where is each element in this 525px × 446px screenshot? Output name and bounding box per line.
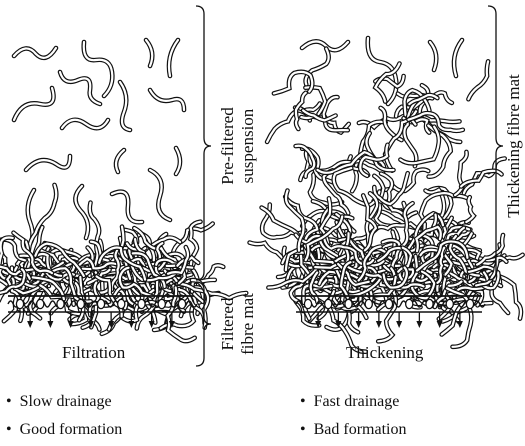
wire-knuckle xyxy=(97,299,104,308)
wire-knuckle xyxy=(426,299,433,308)
wire-knuckle xyxy=(118,299,125,308)
right-wire-screen xyxy=(296,296,485,328)
fibre xyxy=(169,40,178,76)
wire-knuckle xyxy=(304,299,311,308)
wire-knuckle xyxy=(57,299,64,308)
filtration-bullet: Good formation xyxy=(6,416,122,444)
fibre xyxy=(464,159,505,194)
wire-knuckle xyxy=(178,299,185,308)
filtration-caption: Filtration xyxy=(62,343,125,363)
wire-knuckle xyxy=(37,299,44,308)
drainage-arrow xyxy=(376,312,382,328)
filtered-mat-label-line2: fibre mat xyxy=(238,293,257,355)
thickening-caption: Thickening xyxy=(346,343,423,363)
filtration-bullets: Slow drainage Good formation xyxy=(6,388,122,444)
drainage-arrow xyxy=(416,312,422,328)
wire-knuckle xyxy=(138,299,145,308)
wire-knuckle xyxy=(345,299,352,308)
fibre xyxy=(116,150,124,172)
wire-knuckle xyxy=(466,299,473,308)
wire-knuckle xyxy=(158,299,165,308)
fibre xyxy=(146,40,152,66)
thickening-bullets: Fast drainage Bad formation xyxy=(300,388,406,444)
fibre xyxy=(466,197,473,222)
drainage-arrow xyxy=(356,312,362,328)
thickening-bullet: Bad formation xyxy=(300,416,406,444)
fibre xyxy=(26,156,70,170)
left-filtered-mat xyxy=(0,185,246,341)
wire-knuckle xyxy=(406,299,413,308)
thickening-bullet: Fast drainage xyxy=(300,388,406,416)
fibre xyxy=(62,120,108,128)
fibre xyxy=(150,90,184,110)
fibre xyxy=(306,49,329,85)
filtration-bullet: Slow drainage xyxy=(6,388,122,416)
fibre xyxy=(430,42,436,70)
fibre xyxy=(75,186,88,238)
drainage-arrow xyxy=(396,312,402,328)
fibre xyxy=(14,88,54,120)
fibre xyxy=(454,40,462,76)
thickening-mat-label: Thickening fibre mat xyxy=(504,74,523,218)
wire-knuckle xyxy=(77,299,84,308)
left-suspension-fibres xyxy=(14,40,184,246)
pre-filtered-label-line1: Pre-filtered xyxy=(218,107,237,185)
fibre xyxy=(120,82,130,130)
pre-filtered-label-line2: suspension xyxy=(238,108,257,183)
fibre xyxy=(150,170,170,220)
fibre xyxy=(112,192,142,222)
filtered-mat-label-line1: Filtered xyxy=(218,297,237,350)
fibre xyxy=(14,48,56,58)
wire-knuckle xyxy=(446,299,453,308)
fibre xyxy=(468,61,488,99)
wire-knuckle xyxy=(385,299,392,308)
wire-knuckle xyxy=(365,299,372,308)
fibre xyxy=(60,72,100,104)
pre-filtered-bracket xyxy=(196,6,211,280)
wire-knuckle xyxy=(325,299,332,308)
fibre xyxy=(267,110,310,142)
fibre xyxy=(176,148,180,174)
wire-knuckle xyxy=(16,299,23,308)
